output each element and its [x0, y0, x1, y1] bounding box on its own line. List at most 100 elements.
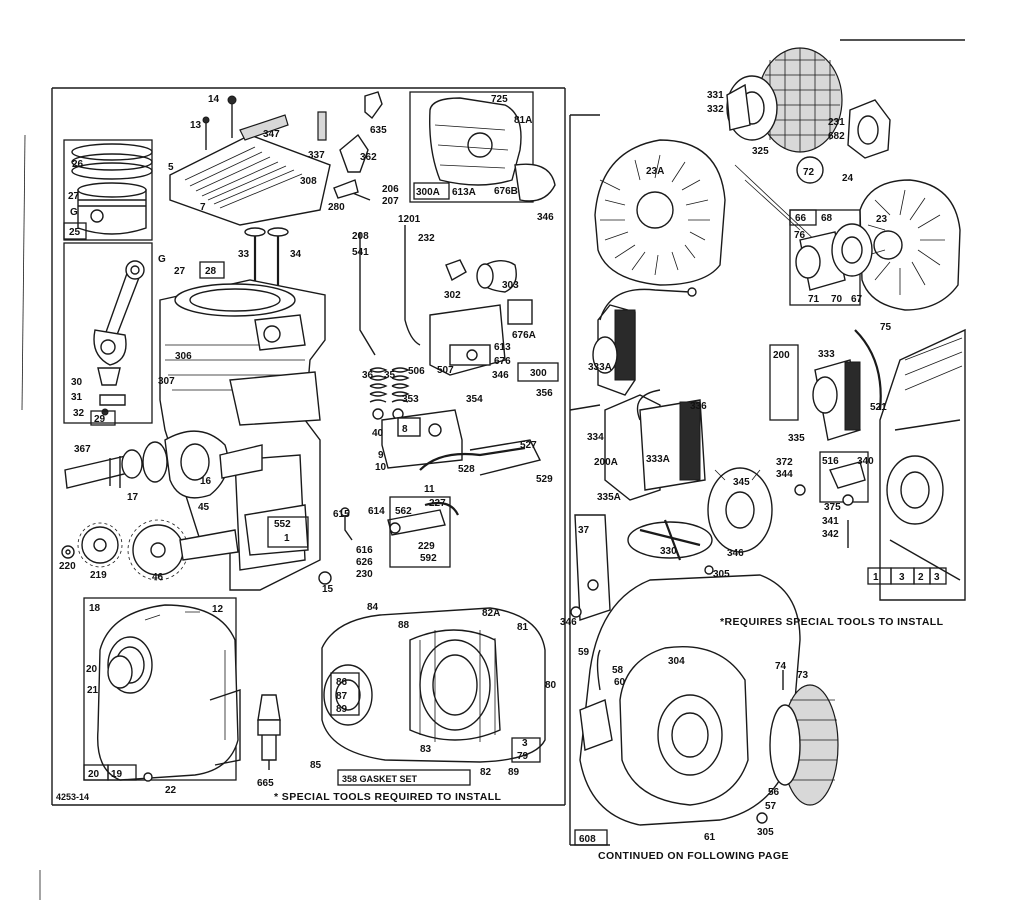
part-label-5: 5 [168, 162, 174, 173]
part-label-30: 30 [71, 377, 83, 388]
part-label-82a: 82A [482, 608, 500, 619]
part-label-1-b: 1 [873, 572, 879, 583]
part-label-335: 335 [788, 433, 805, 444]
part-label-344: 344 [776, 469, 793, 480]
part-label-85: 85 [310, 760, 322, 771]
cam-gears [61, 519, 239, 581]
part-label-19: 19 [111, 769, 123, 780]
breaker-points [794, 451, 869, 548]
part-label-20-b: 20 [88, 769, 100, 780]
part-label-76: 76 [794, 230, 806, 241]
part-label-9: 9 [378, 450, 384, 461]
part-label-232: 232 [418, 233, 435, 244]
part-label-527: 527 [520, 440, 537, 451]
part-label-346-b: 346 [492, 370, 509, 381]
spark-plug [257, 694, 281, 770]
part-label-337: 337 [308, 150, 325, 161]
part-label-1-a: 1 [284, 533, 290, 544]
part-label-7: 7 [200, 202, 206, 213]
part-label-33: 33 [238, 249, 250, 260]
part-label-305-a: 305 [713, 569, 730, 580]
part-label-29: 29 [94, 414, 106, 425]
sump-base [321, 607, 546, 763]
part-label-353: 353 [402, 394, 419, 405]
part-label-330: 330 [660, 546, 677, 557]
flywheel-screen [726, 47, 891, 184]
part-label-635: 635 [370, 125, 387, 136]
part-label-333a: 333A [588, 362, 612, 373]
breather-assembly [381, 409, 542, 476]
part-label-231: 231 [828, 117, 845, 128]
part-label-665: 665 [257, 778, 274, 789]
part-label-81a: 81A [514, 115, 532, 126]
frame-lines [21, 39, 965, 900]
part-label-280: 280 [328, 202, 345, 213]
part-label-84: 84 [367, 602, 379, 613]
part-label-592: 592 [420, 553, 437, 564]
part-label-676b: 676B [494, 186, 518, 197]
part-label-23a: 23A [646, 166, 664, 177]
part-label-37: 37 [578, 525, 590, 536]
part-label-3-a: 3 [522, 738, 528, 749]
part-label-615: 615 [333, 509, 350, 520]
part-label-335a: 335A [597, 492, 621, 503]
part-label-682: 682 [828, 131, 845, 142]
part-label-23: 23 [876, 214, 888, 225]
part-label-75: 75 [880, 322, 892, 333]
blower-housing-23 [859, 179, 961, 311]
part-label-614: 614 [368, 506, 385, 517]
part-label-331: 331 [707, 90, 724, 101]
part-label-81: 81 [517, 622, 529, 633]
part-label-88: 88 [398, 620, 410, 631]
part-label-334: 334 [587, 432, 604, 443]
part-label-362: 362 [360, 152, 377, 163]
governor-link [318, 501, 459, 585]
part-label-220: 220 [59, 561, 76, 572]
figure-code: 4253-14 [56, 792, 89, 802]
gasket-set-label: 358 GASKET SET [342, 774, 418, 784]
part-label-79: 79 [517, 751, 529, 762]
part-label-300: 300 [530, 368, 547, 379]
part-label-14: 14 [208, 94, 220, 105]
part-label-676: 676 [494, 356, 511, 367]
part-label-529: 529 [536, 474, 553, 485]
part-label-333a-b: 333A [646, 454, 670, 465]
part-label-507: 507 [437, 365, 454, 376]
part-label-200: 200 [773, 350, 790, 361]
part-label-333: 333 [818, 349, 835, 360]
part-label-516: 516 [822, 456, 839, 467]
part-label-305-b: 305 [757, 827, 774, 838]
part-label-18: 18 [89, 603, 101, 614]
rewind-starter [570, 514, 839, 826]
part-label-306: 306 [175, 351, 192, 362]
part-label-227: 227 [429, 498, 446, 509]
part-label-562: 562 [395, 506, 412, 517]
part-label-332: 332 [707, 104, 724, 115]
engine-block-right [867, 328, 966, 601]
part-label-307: 307 [158, 376, 175, 387]
part-label-230: 230 [356, 569, 373, 580]
part-label-8: 8 [402, 424, 408, 435]
ignition-armature-333 [769, 329, 882, 441]
part-label-325: 325 [752, 146, 769, 157]
label-boxes [63, 182, 817, 846]
part-label-82: 82 [480, 767, 492, 778]
part-label-375: 375 [824, 502, 841, 513]
part-label-346-c: 346 [727, 548, 744, 559]
part-label-521: 521 [870, 402, 887, 413]
part-label-36: 36 [362, 370, 374, 381]
spring-330 [627, 519, 713, 561]
part-label-528: 528 [458, 464, 475, 475]
part-label-302: 302 [444, 290, 461, 301]
part-label-24: 24 [842, 173, 854, 184]
part-label-40: 40 [372, 428, 384, 439]
part-label-676a: 676A [512, 330, 536, 341]
part-label-200a: 200A [594, 457, 618, 468]
part-label-59: 59 [578, 647, 590, 658]
piston-assembly [63, 139, 153, 241]
part-label-3-c: 3 [934, 572, 940, 583]
part-label-87: 87 [336, 691, 348, 702]
part-label-58: 58 [612, 665, 624, 676]
part-label-72: 72 [803, 167, 815, 178]
